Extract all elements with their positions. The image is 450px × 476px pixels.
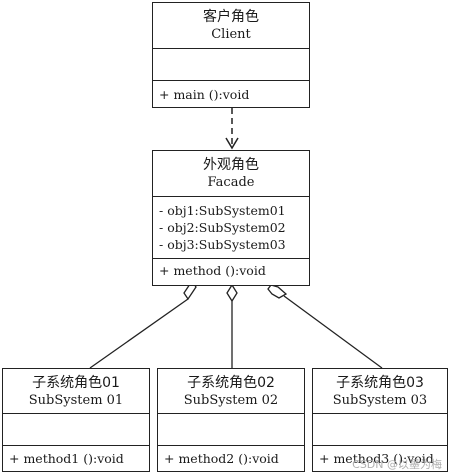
subsystem-03-name-en: SubSystem 03 [332, 393, 428, 408]
subsystem-03-class: 子系统角色03 SubSystem 03 + method3 ():void [312, 368, 448, 472]
facade-class: 外观角色 Facade - obj1:SubSystem01 - obj2:Su… [152, 150, 310, 286]
subsystem-02-class: 子系统角色02 SubSystem 02 + method2 ():void [157, 368, 305, 472]
aggregation-diamond-02 [226, 283, 238, 303]
subsystem-03-attributes-section [313, 413, 447, 445]
facade-name-en: Facade [207, 175, 255, 190]
client-name-cn: 客户角色 [203, 9, 259, 25]
subsystem-01-operation: + method1 ():void [9, 451, 124, 466]
facade-name-cn: 外观角色 [203, 157, 259, 173]
facade-attribute: - obj2:SubSystem02 [159, 220, 286, 235]
facade-attribute: - obj1:SubSystem01 [159, 203, 286, 218]
subsystem-02-operations-section: + method2 ():void [158, 445, 304, 467]
subsystem-03-header: 子系统角色03 SubSystem 03 [313, 369, 447, 413]
client-operations-section: + main ():void [153, 80, 309, 106]
subsystem-03-name-cn: 子系统角色03 [336, 375, 424, 391]
subsystem-01-attributes-section [3, 413, 149, 445]
facade-operations-section: + method ():void [153, 258, 309, 284]
aggregation-diamond-03 [267, 284, 288, 299]
subsystem-01-header: 子系统角色01 SubSystem 01 [3, 369, 149, 413]
subsystem-01-name-cn: 子系统角色01 [32, 375, 120, 391]
aggregation-line-03 [283, 295, 383, 369]
subsystem-02-attributes-section [158, 413, 304, 445]
client-class: 客户角色 Client + main ():void [152, 2, 310, 108]
subsystem-03-operations-section: + method3 ():void [313, 445, 447, 467]
client-operation: + main ():void [159, 87, 250, 102]
facade-attribute: - obj3:SubSystem03 [159, 237, 286, 252]
client-attributes-section [153, 48, 309, 80]
subsystem-02-header: 子系统角色02 SubSystem 02 [158, 369, 304, 413]
facade-operation: + method ():void [159, 263, 266, 278]
aggregation-line-01 [89, 298, 189, 369]
facade-class-header: 外观角色 Facade [153, 151, 309, 196]
subsystem-01-class: 子系统角色01 SubSystem 01 + method1 ():void [2, 368, 150, 472]
subsystem-02-name-cn: 子系统角色02 [187, 375, 275, 391]
subsystem-02-operation: + method2 ():void [164, 451, 279, 466]
client-class-header: 客户角色 Client [153, 3, 309, 48]
subsystem-02-name-en: SubSystem 02 [183, 393, 279, 408]
subsystem-01-name-en: SubSystem 01 [28, 393, 124, 408]
client-name-en: Client [211, 27, 251, 42]
subsystem-01-operations-section: + method1 ():void [3, 445, 149, 467]
dependency-arrowhead [225, 137, 239, 150]
facade-attributes-section: - obj1:SubSystem01 - obj2:SubSystem02 - … [153, 196, 309, 258]
subsystem-03-operation: + method3 ():void [319, 451, 434, 466]
